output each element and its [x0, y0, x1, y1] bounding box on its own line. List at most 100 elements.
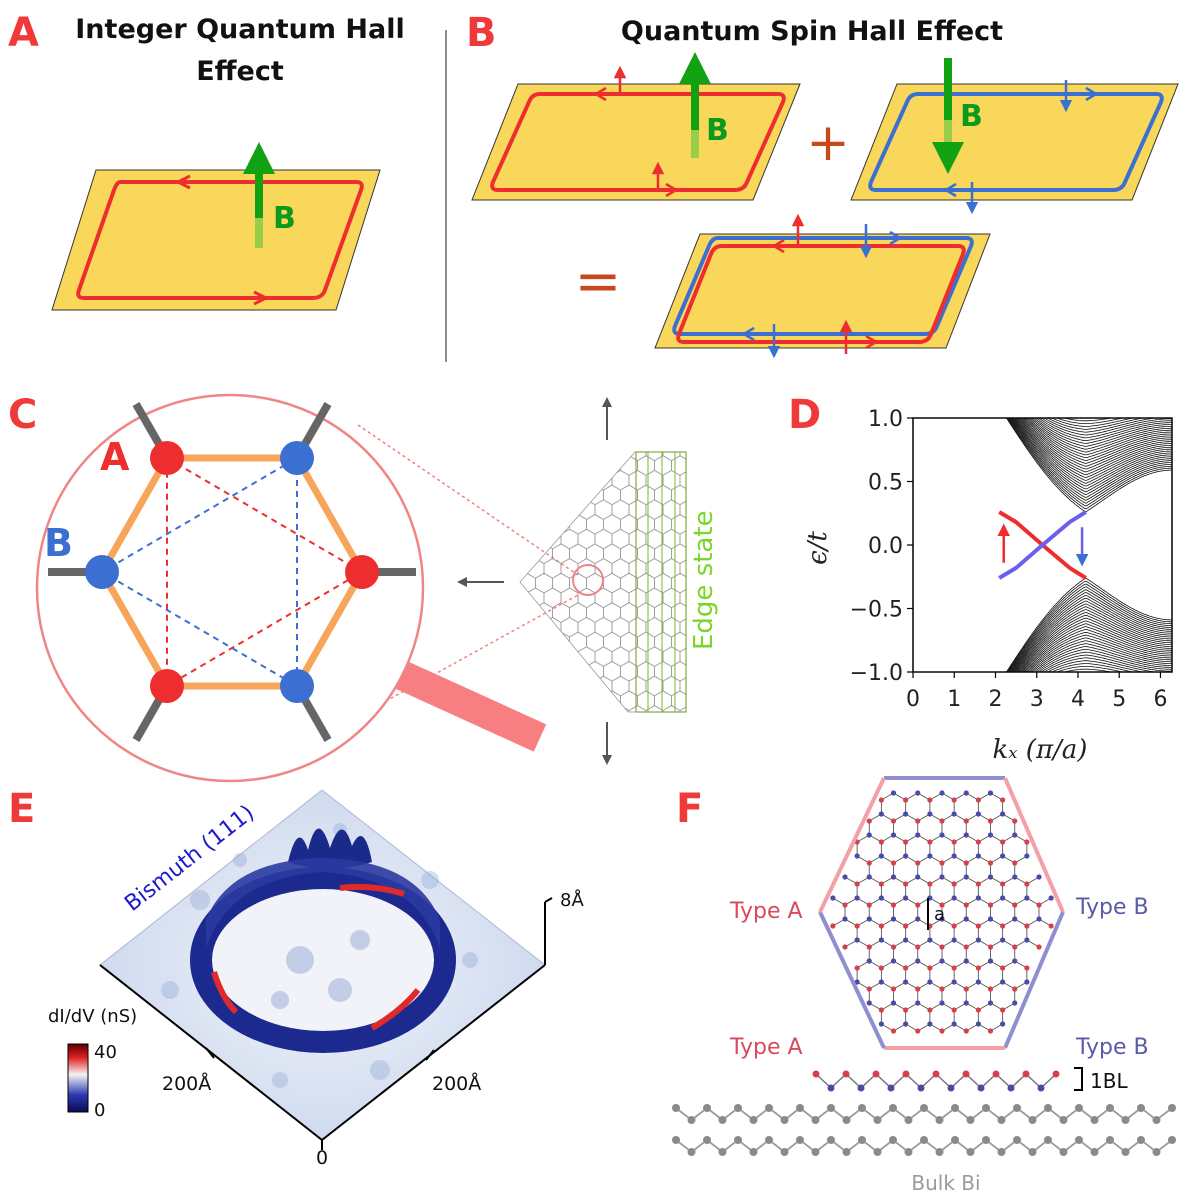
lattice-atom — [915, 832, 921, 838]
lattice-atom — [903, 923, 909, 929]
colorbar-title: dI/dV (nS) — [48, 1006, 137, 1027]
bulk-atom — [765, 1104, 773, 1112]
lattice-atom — [1024, 937, 1030, 943]
bulk-bands — [913, 417, 1172, 673]
lattice-atom — [1012, 958, 1018, 964]
lattice-atom — [878, 965, 884, 971]
lattice-atom — [890, 902, 897, 908]
lattice-atom — [1024, 853, 1030, 859]
lattice-atom — [915, 958, 921, 964]
x-tick-label: 5 — [1112, 687, 1126, 712]
lattice-atom — [963, 1028, 969, 1034]
bulk-atom — [904, 1116, 913, 1124]
lattice-atom — [987, 958, 994, 964]
lattice-atom — [975, 895, 981, 901]
lattice-atom — [866, 860, 872, 866]
bulk-atom — [966, 1116, 975, 1124]
lattice-atom — [1000, 923, 1006, 929]
bulk-atom — [1152, 1116, 1161, 1124]
panel-d-letter: D — [788, 392, 821, 438]
magnifier-lens — [35, 393, 425, 783]
lattice-atom — [963, 790, 969, 796]
sublattice-a-label: A — [100, 435, 130, 479]
stm-edge-hot-3 — [370, 988, 421, 1031]
lattice-atom — [987, 916, 994, 922]
lattice-atom — [854, 965, 860, 971]
lattice-atom — [939, 874, 945, 880]
bilayer-atom — [932, 1070, 940, 1078]
colorbar-min: 0 — [94, 1100, 105, 1121]
bulk-atom — [1075, 1136, 1083, 1144]
lattice-atom — [975, 881, 981, 887]
origin-label: 0 — [316, 1147, 328, 1169]
lattice-atom — [854, 853, 860, 859]
lattice-atom — [866, 916, 872, 922]
x-tick-label: 1 — [947, 687, 961, 712]
lattice-atom — [951, 797, 957, 803]
lattice-atom — [939, 790, 945, 796]
bilayer-atom — [812, 1070, 820, 1078]
bulk-atom — [873, 1116, 882, 1124]
bilayer-chain — [812, 1070, 1060, 1092]
type-a-bottom-label: Type A — [729, 1035, 803, 1060]
colorbar — [67, 1043, 89, 1113]
lattice-atom — [1000, 839, 1006, 845]
lattice-atom — [1012, 916, 1018, 922]
bulk-atom — [1137, 1104, 1145, 1112]
bulk-atom — [920, 1136, 928, 1144]
bulk-atom — [997, 1148, 1006, 1156]
bulk-atom — [718, 1116, 727, 1124]
bulk-atom — [703, 1104, 711, 1112]
panel-a-title-line1: Integer Quantum Hall — [75, 14, 404, 45]
bulk-atom — [858, 1136, 866, 1144]
bulk-atom — [672, 1136, 680, 1144]
bulk-atom — [1059, 1148, 1068, 1156]
lattice-atom — [927, 965, 933, 971]
bulk-atom — [718, 1148, 727, 1156]
lattice-atom — [951, 937, 957, 943]
site-a-3 — [150, 669, 184, 703]
bulk-atom — [904, 1148, 913, 1156]
lattice-atom — [1024, 895, 1030, 901]
axis-tick-right — [425, 1049, 435, 1061]
x-tick-label: 3 — [1030, 687, 1044, 712]
lattice-atom — [1024, 979, 1030, 985]
lattice-atom — [963, 818, 969, 824]
bulk-atom — [703, 1136, 711, 1144]
field-up-label: B — [706, 113, 729, 148]
panel-a: A Integer Quantum Hall Effect B — [8, 10, 405, 311]
y-axis-label: ϵ/t — [803, 531, 833, 565]
next-nearest-hopping-red — [166, 456, 364, 688]
bulk-atom — [827, 1136, 835, 1144]
combined-dir-4 — [743, 326, 755, 342]
bulk-atom — [811, 1148, 820, 1156]
bulk-atom — [889, 1136, 897, 1144]
lattice-atom — [878, 979, 884, 985]
axis-right-label: 200Å — [432, 1072, 481, 1095]
combined-blue-loop — [672, 236, 974, 336]
lattice-atom — [963, 902, 969, 908]
spin-up-dir-top — [595, 86, 607, 102]
lattice-atom — [951, 881, 957, 887]
lattice-atom — [1012, 1000, 1018, 1006]
lattice-atom — [915, 902, 921, 908]
bilayer-atom — [1037, 1084, 1045, 1092]
stm-hexagonal-rim — [190, 867, 456, 1053]
bulk-label: Bulk Bi — [911, 1171, 980, 1195]
panel-a-letter: A — [8, 10, 39, 56]
bilayer-atom — [887, 1084, 895, 1092]
lattice-atom — [975, 811, 981, 817]
field-label: B — [273, 201, 296, 236]
lattice-atom — [927, 797, 933, 803]
lattice-atom — [1000, 895, 1006, 901]
lattice-atom — [951, 923, 957, 929]
lattice-atom — [1000, 1021, 1006, 1027]
bulk-atom — [1106, 1104, 1114, 1112]
bulk-atom — [873, 1148, 882, 1156]
lattice-atom — [951, 811, 957, 817]
panel-b: B Quantum Spin Hall Effect B + B = — [466, 10, 1179, 359]
lattice-atom — [987, 860, 994, 866]
bulk-atom — [1044, 1104, 1052, 1112]
